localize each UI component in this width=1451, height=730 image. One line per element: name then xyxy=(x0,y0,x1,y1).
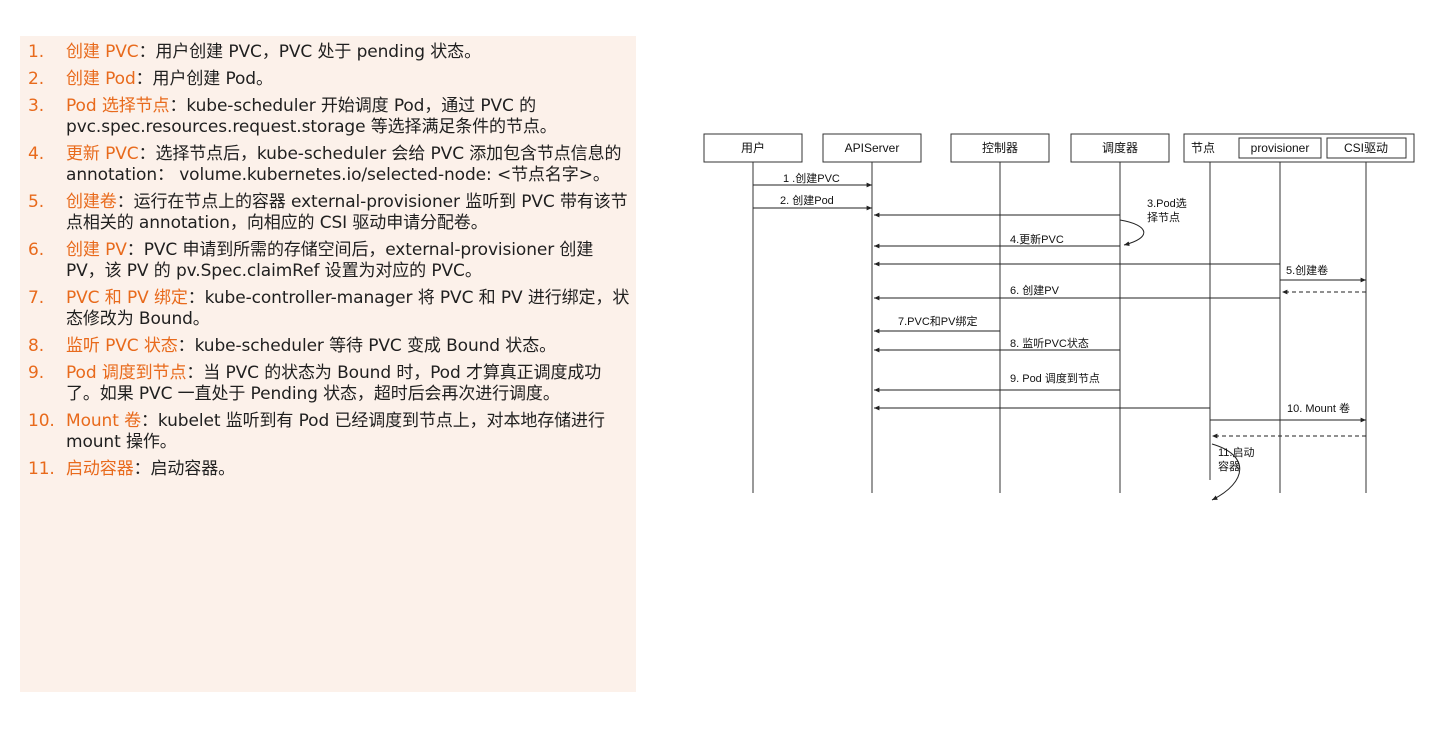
step-text: ：选择节点后，kube-scheduler 会给 PVC 添加包含节点信息的 a… xyxy=(66,144,622,185)
step-number: 6. xyxy=(28,240,45,260)
label-m11b: 容器 xyxy=(1218,459,1240,473)
step-item: 8. 监听 PVC 状态：kube-scheduler 等待 PVC 变成 Bo… xyxy=(28,336,636,357)
step-title: 监听 PVC 状态 xyxy=(66,336,178,356)
step-item: 11. 启动容器：启动容器。 xyxy=(28,459,636,480)
step-body: 启动容器：启动容器。 xyxy=(66,459,636,480)
step-title: 创建 PV xyxy=(66,240,127,260)
participant-user: 用户 xyxy=(703,133,803,163)
step-text: ：当 PVC 的状态为 Bound 时，Pod 才算真正调度成功了。如果 PVC… xyxy=(66,363,602,404)
step-title: 启动容器 xyxy=(66,459,134,479)
step-title: Pod 调度到节点 xyxy=(66,363,187,383)
step-text: ：用户创建 Pod。 xyxy=(135,69,273,89)
label-m1: 1 .创建PVC xyxy=(783,171,840,185)
step-body: 创建 PVC：用户创建 PVC，PVC 处于 pending 状态。 xyxy=(66,42,636,63)
step-text: ：kube-scheduler 开始调度 Pod，通过 PVC 的 pvc.sp… xyxy=(66,96,557,137)
label-m9: 9. Pod 调度到节点 xyxy=(1010,371,1100,385)
step-body: Mount 卷：kubelet 监听到有 Pod 已经调度到节点上，对本地存储进… xyxy=(66,411,636,453)
step-body: 监听 PVC 状态：kube-scheduler 等待 PVC 变成 Bound… xyxy=(66,336,636,357)
svg-text:provisioner: provisioner xyxy=(1251,141,1310,155)
steps-list: 1. 创建 PVC：用户创建 PVC，PVC 处于 pending 状态。 2.… xyxy=(28,42,636,480)
step-title: Pod 选择节点 xyxy=(66,96,170,116)
svg-text:CSI驱动: CSI驱动 xyxy=(1344,141,1388,155)
step-number: 10. xyxy=(28,411,55,431)
participant-controller: 控制器 xyxy=(950,133,1050,163)
lifelines xyxy=(752,162,1367,493)
step-title: Mount 卷 xyxy=(66,411,141,431)
step-title: 创建 PVC xyxy=(66,42,139,62)
step-title: 更新 PVC xyxy=(66,144,139,164)
step-title: 创建卷 xyxy=(66,192,117,212)
step-number: 4. xyxy=(28,144,45,164)
step-number: 3. xyxy=(28,96,45,116)
step-title: 创建 Pod xyxy=(66,69,136,89)
svg-text:调度器: 调度器 xyxy=(1102,140,1138,155)
step-body: 创建 Pod：用户创建 Pod。 xyxy=(66,69,636,90)
participant-provisioner: provisioner xyxy=(1238,137,1322,159)
step-body: 创建卷：运行在节点上的容器 external-provisioner 监听到 P… xyxy=(66,192,636,234)
step-item: 1. 创建 PVC：用户创建 PVC，PVC 处于 pending 状态。 xyxy=(28,42,636,63)
label-m6: 6. 创建PV xyxy=(1010,283,1060,297)
step-item: 2. 创建 Pod：用户创建 Pod。 xyxy=(28,69,636,90)
arrow-m3-self xyxy=(1119,219,1145,247)
step-body: 更新 PVC：选择节点后，kube-scheduler 会给 PVC 添加包含节… xyxy=(66,144,636,186)
step-title: PVC 和 PV 绑定 xyxy=(66,288,188,308)
svg-text:APIServer: APIServer xyxy=(845,141,900,155)
step-body: Pod 调度到节点：当 PVC 的状态为 Bound 时，Pod 才算真正调度成… xyxy=(66,363,636,405)
step-text: ：启动容器。 xyxy=(133,459,236,479)
step-text: ：运行在节点上的容器 external-provisioner 监听到 PVC … xyxy=(66,192,628,233)
step-item: 4. 更新 PVC：选择节点后，kube-scheduler 会给 PVC 添加… xyxy=(28,144,636,186)
sequence-diagram: 用户 APIServer 控制器 调度器 节点 provisioner CSI驱… xyxy=(703,133,1415,501)
step-number: 7. xyxy=(28,288,45,308)
step-text: ：kube-scheduler 等待 PVC 变成 Bound 状态。 xyxy=(177,336,556,356)
step-body: Pod 选择节点：kube-scheduler 开始调度 Pod，通过 PVC … xyxy=(66,96,636,138)
step-body: PVC 和 PV 绑定：kube-controller-manager 将 PV… xyxy=(66,288,636,330)
label-m11a: 11.启动 xyxy=(1218,446,1254,459)
step-text: ：用户创建 PVC，PVC 处于 pending 状态。 xyxy=(138,42,482,62)
label-m8: 8. 监听PVC状态 xyxy=(1010,336,1089,350)
svg-text:节点: 节点 xyxy=(1191,141,1215,155)
step-text: ：kubelet 监听到有 Pod 已经调度到节点上，对本地存储进行 mount… xyxy=(66,411,605,452)
label-m4: 4.更新PVC xyxy=(1010,232,1064,246)
step-item: 5. 创建卷：运行在节点上的容器 external-provisioner 监听… xyxy=(28,192,636,234)
svg-text:控制器: 控制器 xyxy=(982,141,1018,155)
step-number: 11. xyxy=(28,459,55,479)
step-number: 5. xyxy=(28,192,45,212)
participant-scheduler: 调度器 xyxy=(1070,133,1170,163)
label-m7: 7.PVC和PV绑定 xyxy=(898,314,977,328)
label-m5: 5.创建卷 xyxy=(1286,263,1328,277)
step-text: ：kube-controller-manager 将 PVC 和 PV 进行绑定… xyxy=(66,288,630,329)
label-m3b: 择节点 xyxy=(1147,210,1180,224)
step-item: 6. 创建 PV：PVC 申请到所需的存储空间后，external-provis… xyxy=(28,240,636,282)
step-number: 8. xyxy=(28,336,45,356)
svg-text:用户: 用户 xyxy=(741,140,765,155)
participant-csi: CSI驱动 xyxy=(1326,137,1407,159)
participant-apiserver: APIServer xyxy=(822,133,922,163)
label-m2: 2. 创建Pod xyxy=(780,193,834,207)
label-m10: 10. Mount 卷 xyxy=(1287,401,1350,415)
steps-panel: 1. 创建 PVC：用户创建 PVC，PVC 处于 pending 状态。 2.… xyxy=(20,36,636,692)
step-body: 创建 PV：PVC 申请到所需的存储空间后，external-provision… xyxy=(66,240,636,282)
step-item: 9. Pod 调度到节点：当 PVC 的状态为 Bound 时，Pod 才算真正… xyxy=(28,363,636,405)
step-item: 3. Pod 选择节点：kube-scheduler 开始调度 Pod，通过 P… xyxy=(28,96,636,138)
step-number: 2. xyxy=(28,69,45,89)
step-item: 7. PVC 和 PV 绑定：kube-controller-manager 将… xyxy=(28,288,636,330)
step-number: 1. xyxy=(28,42,45,62)
label-m3a: 3.Pod选 xyxy=(1147,197,1187,210)
step-number: 9. xyxy=(28,363,45,383)
step-item: 10. Mount 卷：kubelet 监听到有 Pod 已经调度到节点上，对本… xyxy=(28,411,636,453)
arrow-m11-self xyxy=(1211,443,1241,501)
step-text: ：PVC 申请到所需的存储空间后，external-provisioner 创建… xyxy=(66,240,594,281)
